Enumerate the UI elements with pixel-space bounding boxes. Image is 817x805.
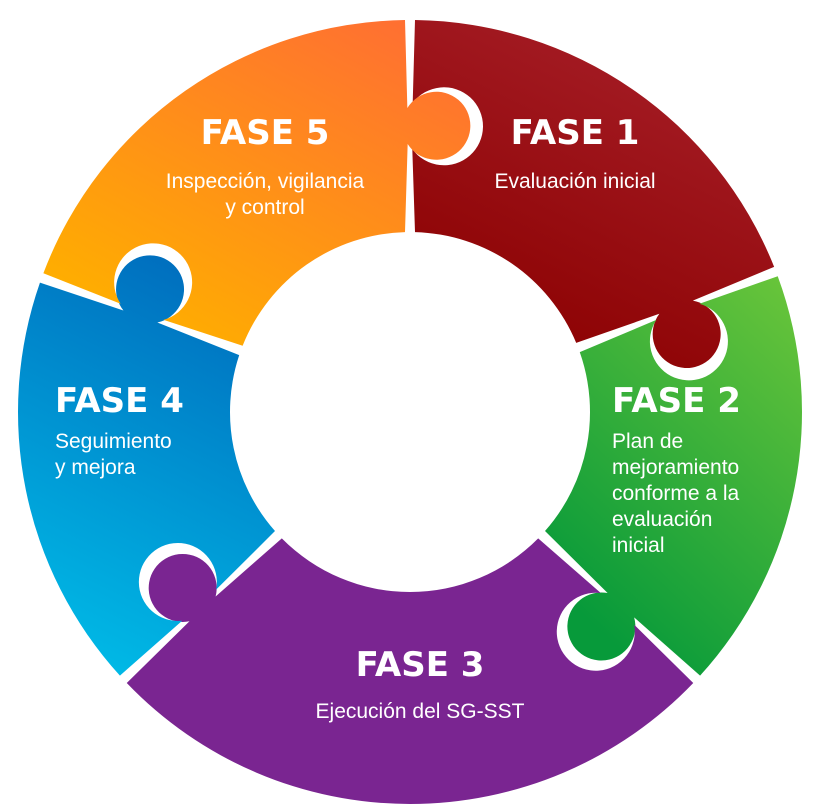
phase-title-fase-3: FASE 3 (356, 645, 485, 685)
phase-description-line: Seguimiento (55, 430, 172, 453)
phase-description-line: Plan de (612, 430, 683, 453)
phase-description-line: Evaluación inicial (494, 170, 655, 193)
phase-description-line: mejoramiento (612, 456, 739, 479)
puzzle-piece-fase-3 (126, 538, 694, 804)
phase-description-line: Inspección, vigilancia (166, 170, 365, 193)
phase-description-line: inicial (612, 534, 665, 557)
puzzle-piece-fase-1 (412, 20, 775, 369)
phase-title-fase-1: FASE 1 (511, 113, 640, 153)
phase-description-line: y control (225, 196, 304, 219)
puzzle-piece-fase-4 (17, 255, 275, 676)
phase-title-fase-5: FASE 5 (201, 113, 330, 153)
puzzle-piece-fase-5 (43, 20, 471, 346)
phase-description-line: evaluación (612, 508, 712, 531)
phase-description-line: y mejora (55, 456, 136, 479)
phase-description-line: Ejecución del SG-SST (316, 700, 525, 723)
phase-title-fase-4: FASE 4 (55, 381, 184, 421)
phase-description-line: conforme a la (612, 482, 740, 505)
puzzle-piece-fase-2 (545, 276, 803, 676)
phase-title-fase-2: FASE 2 (612, 381, 741, 421)
